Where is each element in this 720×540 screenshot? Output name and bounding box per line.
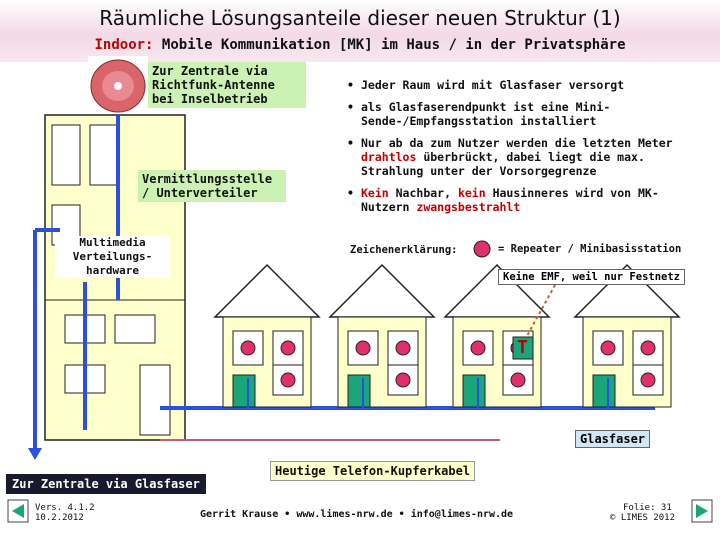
- bullet-3: Nur ab da zum Nutzer werden die letzten …: [345, 136, 705, 178]
- subtitle-text: Mobile Kommunikation [MK] im Haus / in d…: [153, 37, 626, 53]
- fiber-arrow: [28, 448, 42, 460]
- building-window: [89, 124, 119, 186]
- footer-copyright: © LIMES 2012: [610, 513, 676, 523]
- no-emf-box: Keine EMF, weil nur Festnetz: [498, 269, 686, 285]
- bullet-4-highlight: Kein: [361, 186, 389, 200]
- zentrale-glasfaser-label: Zur Zentrale via Glasfaser: [6, 474, 206, 494]
- glasfaser-label: Glasfaser: [575, 430, 651, 448]
- bullet-2: als Glasfaserendpunkt ist eine Mini-Send…: [345, 100, 705, 128]
- house: [328, 263, 436, 408]
- bullet-3-text: überbrückt, dabei liegt die max. Strahlu…: [361, 150, 645, 178]
- house: [443, 263, 551, 408]
- kupferkabel-label: Heutige Telefon-Kupferkabel: [270, 461, 476, 481]
- next-slide-icon: [691, 499, 713, 523]
- bullet-4: Kein Nachbar, kein Hausinneres wird von …: [345, 186, 705, 214]
- building-door: [139, 364, 171, 436]
- switch-label: Vermittlungsstelle / Unterverteiler: [138, 170, 286, 202]
- prev-slide-icon: [7, 499, 29, 523]
- building-window: [51, 124, 81, 186]
- title-band: [0, 0, 720, 62]
- bullet-4-text: Hausinneres wird von MK-Nutzern: [361, 186, 659, 214]
- house: [573, 263, 681, 408]
- multimedia-label: Multimedia Verteilungs-hardware: [55, 236, 170, 278]
- subtitle-prefix: Indoor:: [94, 37, 154, 53]
- house: [213, 263, 321, 408]
- bullet-4-highlight: zwangsbestrahlt: [416, 200, 521, 214]
- footer-version: Vers. 4.1.2: [35, 503, 95, 513]
- building-window: [114, 314, 156, 344]
- page-title: Räumliche Lösungsanteile dieser neuen St…: [99, 6, 621, 30]
- bullet-4-highlight: kein: [457, 186, 486, 200]
- bullet-3-highlight: drahtlos: [361, 150, 417, 164]
- bullet-4-text: Nachbar,: [388, 186, 458, 200]
- legend-text: = Repeater / Minibasisstation: [498, 243, 682, 255]
- bullet-list: Jeder Raum wird mit Glasfaser versorgt a…: [345, 78, 705, 222]
- footer-date: 10.2.2012: [35, 513, 84, 523]
- bullet-3-text: Nur ab da zum Nutzer werden die letzten …: [361, 136, 673, 150]
- t-box: [512, 336, 534, 360]
- footer-center: Gerrit Krause • www.limes-nrw.de • info@…: [200, 509, 514, 520]
- antenna-label: Zur Zentrale via Richtfunk-Antenne bei I…: [148, 62, 306, 108]
- footer-slide: Folie: 31: [623, 503, 672, 513]
- page-subtitle: Indoor: Mobile Kommunikation [MK] im Hau…: [0, 37, 720, 53]
- satellite-dish-icon: [88, 56, 148, 114]
- t-mark: T: [517, 337, 528, 358]
- legend-repeater-icon: [473, 240, 491, 258]
- bullet-1: Jeder Raum wird mit Glasfaser versorgt: [345, 78, 705, 92]
- legend-label: Zeichenerklärung:: [350, 244, 458, 256]
